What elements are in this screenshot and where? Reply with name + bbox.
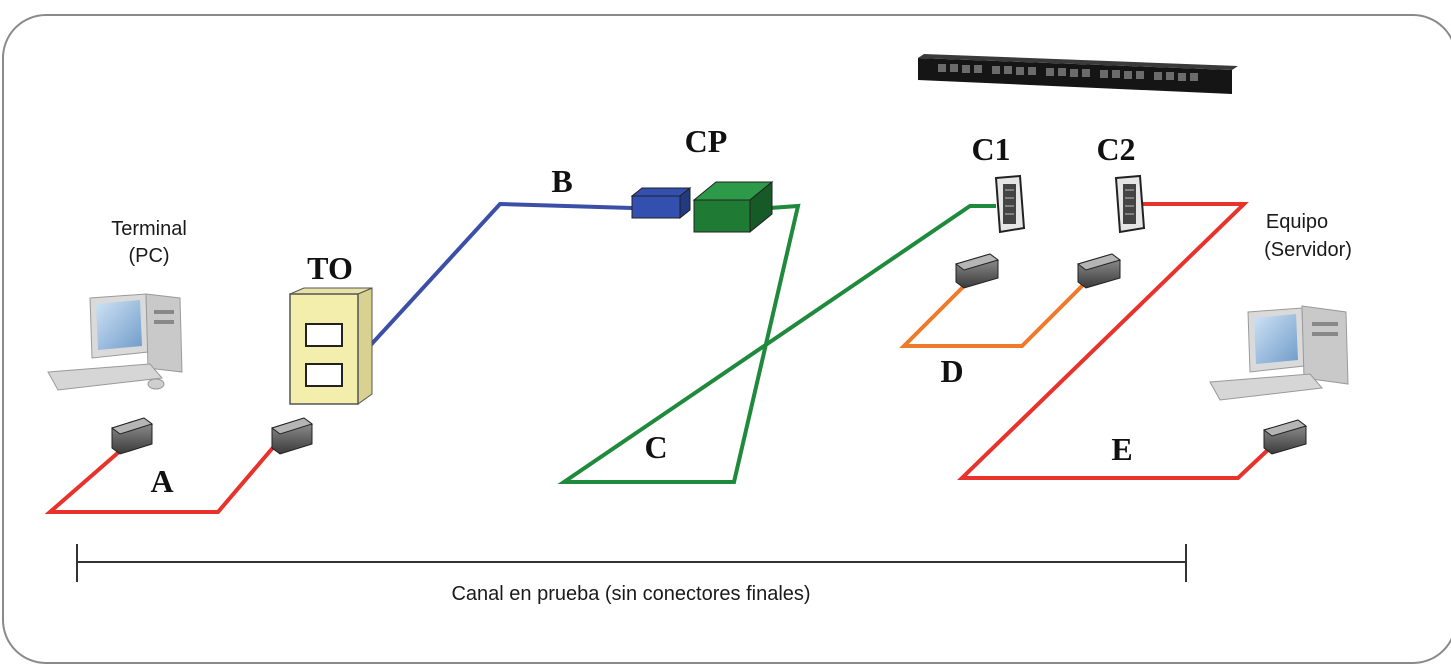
c2-label: C2	[1096, 131, 1135, 167]
patch-jack-icon	[1114, 174, 1146, 234]
to-label: TO	[307, 250, 353, 286]
channel-caption: Canal en prueba (sin conectores finales)	[451, 583, 810, 605]
server-label-line2: (Servidor)	[1264, 239, 1352, 261]
connector-plug-icon	[110, 417, 154, 455]
connector-plug-icon	[1262, 419, 1308, 455]
cp-label: CP	[685, 123, 728, 159]
channel-measure-bar	[76, 544, 1187, 582]
cable-d	[899, 278, 1090, 348]
c1-label: C1	[971, 131, 1010, 167]
cable-e	[957, 202, 1274, 480]
terminal-label-line1: Terminal	[111, 218, 187, 240]
cable-b	[366, 201, 633, 350]
cable-a	[44, 442, 278, 514]
cable-a-label: A	[150, 463, 173, 499]
cable-c	[557, 203, 996, 484]
channel-diagram: Terminal (PC) Equipo (Servidor) TO CP C1…	[44, 54, 1352, 605]
cable-b-label: B	[551, 163, 572, 199]
patch-jack-icon	[994, 174, 1026, 234]
server-label-line1: Equipo	[1266, 211, 1328, 233]
computer-icon	[47, 293, 183, 391]
connector-plug-icon	[1076, 253, 1122, 289]
patch-panel-icon	[918, 54, 1238, 94]
cable-e-label: E	[1111, 431, 1132, 467]
cable-d-label: D	[940, 353, 963, 389]
consolidation-point-icon	[630, 180, 774, 234]
terminal-label-line2: (PC)	[128, 245, 169, 267]
diagram-frame	[2, 14, 1451, 664]
telecom-outlet-icon	[289, 287, 373, 405]
connector-plug-icon	[270, 417, 314, 455]
server-computer-icon	[1209, 305, 1349, 401]
cable-c-label: C	[644, 429, 667, 465]
connector-plug-icon	[954, 253, 1000, 289]
